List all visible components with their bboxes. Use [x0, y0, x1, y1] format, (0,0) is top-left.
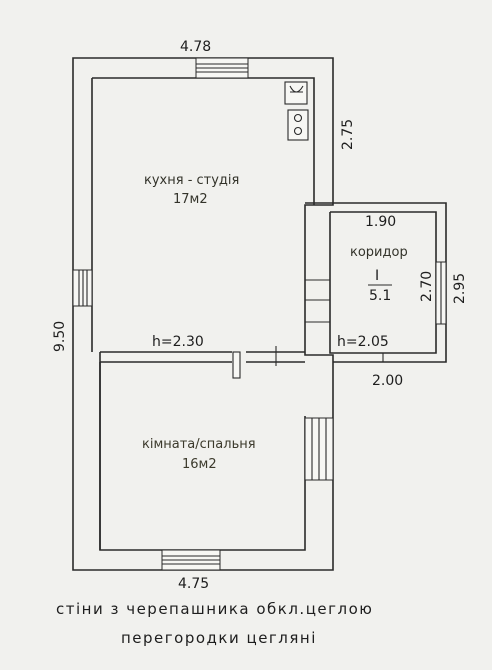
dim-corridor-top-width: 1.90: [365, 214, 396, 230]
walls-note: стіни з черепашника обкл.цеглою: [56, 600, 373, 618]
stove-icon: [287, 109, 309, 141]
dim-kitchen-right-height: 2.75: [340, 119, 356, 150]
corridor-area: 5.1: [369, 288, 391, 304]
dim-bottom-width: 4.75: [178, 576, 209, 592]
corridor-inner-wall: [329, 211, 437, 354]
corridor-ceiling-height: h=2.05: [337, 334, 389, 350]
corridor-name: коридор: [350, 245, 408, 260]
dim-corridor-bottom-width: 2.00: [372, 373, 403, 389]
window-left: [72, 269, 93, 307]
inner-wall-face: [91, 77, 315, 551]
bedroom-area: 16м2: [182, 457, 217, 472]
outer-wall: [72, 57, 334, 571]
dim-left-height: 9.50: [52, 321, 68, 352]
window-top: [195, 57, 249, 79]
kitchen-area: 17м2: [173, 192, 208, 207]
kitchen-name: кухня - студія: [144, 173, 239, 188]
kitchen-ceiling-height: h=2.30: [152, 334, 204, 350]
window-right-bedroom: [304, 417, 334, 481]
dim-corridor-inner-height: 2.70: [419, 271, 435, 302]
bedroom-name: кімната/спальня: [142, 437, 256, 452]
window-bottom: [161, 549, 221, 571]
sink-icon: [284, 81, 308, 105]
dim-corridor-outer-height: 2.95: [452, 273, 468, 304]
corridor-index: I: [375, 268, 379, 284]
partition-wall: [100, 351, 305, 363]
partitions-note: перегородки цегляні: [121, 629, 317, 647]
partition-door-jamb: [232, 351, 241, 379]
window-corridor: [435, 261, 447, 325]
dim-top-width: 4.78: [180, 39, 211, 55]
